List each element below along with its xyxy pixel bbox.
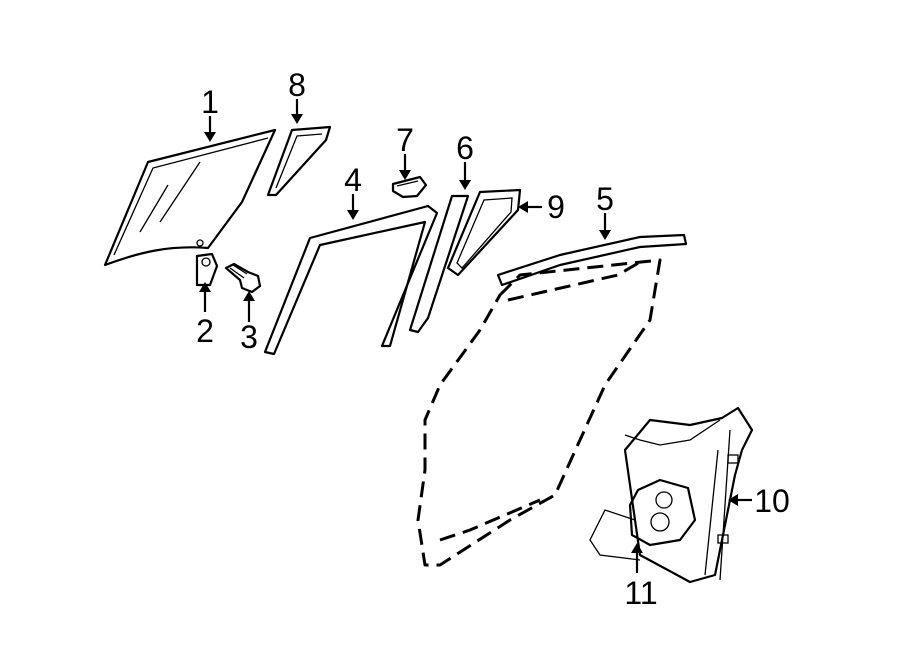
callout-9: 9 [547,189,565,225]
run-channel-part [263,204,439,356]
door-glass-part [103,128,277,267]
bracket-part [195,252,219,287]
motor-part [589,478,697,561]
callout-4: 4 [344,162,362,198]
clip-part [391,175,428,199]
callout-3: 3 [240,319,258,355]
callout-2: 2 [196,313,214,349]
quarter-frame-part [446,188,522,277]
callout-8: 8 [288,67,306,103]
callout-10: 10 [754,483,790,519]
callout-7: 7 [396,122,414,158]
division-channel-part [408,194,470,334]
callout-1: 1 [201,84,219,120]
callout-labels: 1 2 3 4 5 6 7 8 9 10 11 [196,67,790,611]
callout-11: 11 [624,575,657,611]
regulator-part [623,406,754,584]
callout-leaders [199,99,752,573]
callout-5: 5 [596,181,614,217]
callout-6: 6 [456,130,474,166]
belt-weatherstrip-part [496,233,688,287]
quarter-glass-part [266,125,332,197]
door-outline [416,258,662,567]
bolt-part [224,262,262,294]
